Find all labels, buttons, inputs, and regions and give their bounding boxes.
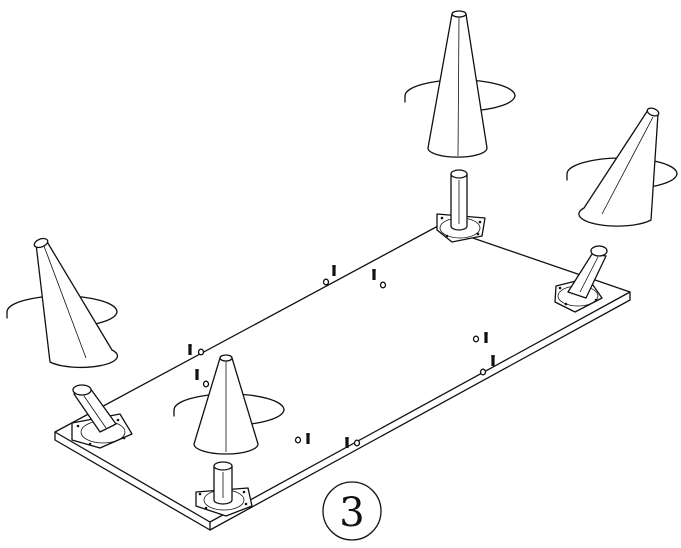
step-number-badge: 3 xyxy=(322,481,382,541)
step-number: 3 xyxy=(339,490,364,536)
cone-leg-icon xyxy=(404,10,516,158)
bracket-left xyxy=(71,384,133,449)
bracket-back xyxy=(436,169,486,243)
bracket-right xyxy=(554,245,608,313)
cone-leg-icon xyxy=(173,354,285,455)
cone-leg-icon xyxy=(6,237,119,369)
cone-leg-icon xyxy=(566,107,678,227)
bracket-front xyxy=(195,461,253,517)
tabletop-panel xyxy=(54,225,631,531)
